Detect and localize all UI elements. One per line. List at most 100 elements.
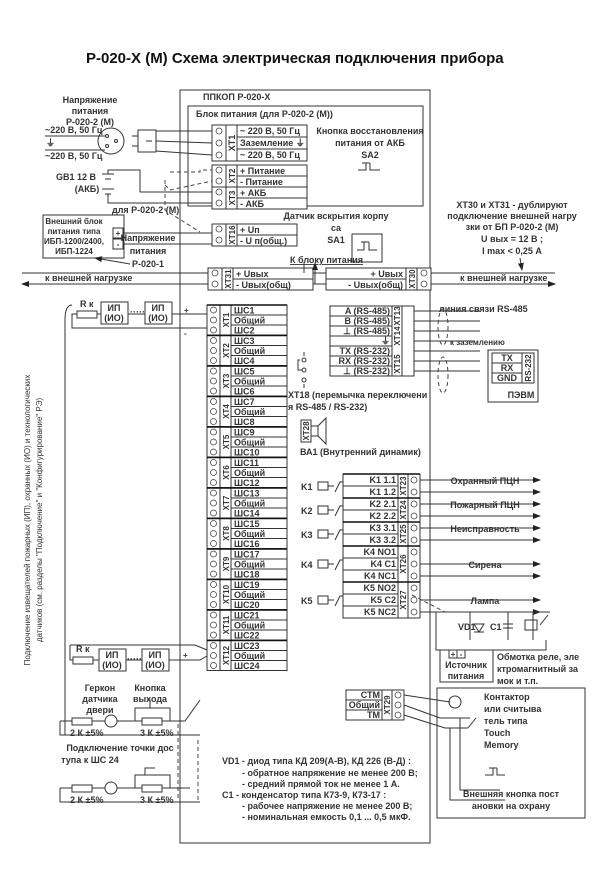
detector-box — [100, 301, 129, 325]
relay-row: K5 NC2 — [364, 607, 396, 617]
xt30-note-5: I max < 0,25 А — [482, 246, 542, 256]
screw-icon[interactable] — [210, 337, 217, 344]
loop-block-label: ХТ7 — [222, 495, 231, 510]
to-power-block-label: К блоку питания — [290, 255, 363, 265]
for-p0202-label: для Р-020-2 (М) — [112, 205, 179, 215]
screw-icon[interactable] — [210, 652, 217, 659]
screw-icon[interactable] — [210, 316, 217, 324]
loop-row-10: ШС7 — [234, 397, 255, 407]
screw-icon[interactable] — [210, 377, 217, 385]
screw-icon[interactable] — [210, 428, 217, 436]
loop-row-2: Общий — [234, 316, 265, 326]
rs-row-6: RX (RS-232) — [338, 356, 390, 366]
xt30-note-2: подключение внешней нагру — [447, 211, 576, 221]
loop-row-16: ШС11 — [234, 458, 259, 468]
ext-psu-2: питания типа — [48, 227, 101, 236]
screw-icon[interactable] — [210, 387, 217, 395]
screw-icon[interactable] — [210, 581, 217, 588]
xt30-note-4: U вых = 12 В ; — [481, 234, 543, 244]
screw-icon[interactable] — [410, 488, 418, 496]
screw-icon[interactable] — [410, 512, 418, 520]
screw-icon[interactable] — [210, 601, 217, 608]
screw-icon[interactable] — [210, 570, 217, 578]
detector-ip: ИП — [152, 303, 165, 313]
screw-icon[interactable] — [210, 530, 217, 537]
screw-icon[interactable] — [410, 536, 418, 544]
source-minus: - — [460, 650, 463, 659]
screw-icon[interactable] — [410, 524, 418, 532]
ext-psu-4: ИБП-1224 — [55, 247, 93, 256]
screw-icon[interactable] — [410, 500, 418, 508]
relay-output-label: Сирена — [469, 560, 503, 570]
screw-icon[interactable] — [210, 642, 217, 649]
screw-icon[interactable] — [410, 572, 418, 580]
screw-icon[interactable] — [410, 596, 418, 604]
screw-icon[interactable] — [210, 550, 217, 558]
screw-icon[interactable] — [210, 499, 217, 507]
note-vd1-2: - средний прямой ток не менее 1 А. — [242, 779, 400, 789]
screw-icon[interactable] — [210, 459, 217, 466]
screw-icon[interactable] — [210, 418, 217, 425]
screw-icon[interactable] — [210, 591, 217, 598]
screw-icon[interactable] — [210, 408, 217, 415]
screw-icon[interactable] — [210, 489, 217, 497]
relay-coil-icon — [317, 559, 329, 569]
supply-label-3: Р-020-2 (М) — [66, 117, 114, 127]
screw-icon[interactable] — [210, 621, 217, 629]
screw-icon[interactable] — [210, 326, 217, 334]
screw-icon[interactable] — [410, 560, 418, 568]
relay-k-label: K2 — [301, 506, 313, 516]
screw-icon[interactable] — [210, 560, 217, 568]
loop-block-label: ХТ2 — [222, 343, 231, 358]
xt3-row-2: - АКБ — [240, 199, 264, 209]
reed-switch-icon — [104, 781, 118, 795]
terminal-xt30: ХТ30 + Uвых - Uвых(общ) — [325, 267, 432, 291]
screw-icon[interactable] — [410, 584, 418, 592]
relay-row: K4 NO1 — [363, 547, 396, 557]
xt18-text-1: ХТ18 (перемычка переключени — [288, 390, 427, 400]
screw-icon[interactable] — [210, 540, 217, 547]
terminal-xt3: ХТ3 + АКБ - АКБ — [211, 186, 308, 210]
resistor-2k-label: 2 К ±5% — [70, 728, 103, 738]
screw-icon[interactable] — [210, 357, 217, 364]
screw-icon[interactable] — [410, 476, 418, 484]
screw-icon[interactable] — [210, 469, 217, 476]
detector-ip: ИП — [108, 303, 121, 313]
screw-icon[interactable] — [210, 631, 217, 639]
reed-switch-icon — [104, 714, 118, 728]
screw-icon[interactable] — [210, 367, 217, 375]
loop-row-17: Общий — [234, 468, 265, 478]
screw-icon[interactable] — [210, 611, 217, 619]
loop-row-36: ШС24 — [234, 661, 260, 671]
capacitor-icon — [503, 623, 513, 629]
resistor-2k-label: 2 К ±5% — [70, 795, 103, 805]
detector-chain-top: R к ИП (ИО) ····· ИП (ИО) + - — [64, 299, 208, 735]
source-label-2: питания — [448, 671, 485, 681]
screw-icon[interactable] — [210, 438, 217, 446]
power-socket-icon — [97, 127, 125, 155]
load-text-1: Обмотка реле, эле — [497, 652, 579, 662]
screw-icon[interactable] — [210, 479, 217, 486]
speaker: ХТ28 ВА1 (Внутренний динамик) — [300, 416, 421, 457]
screw-icon[interactable] — [410, 608, 418, 616]
power-source-box — [439, 649, 494, 683]
screw-icon[interactable] — [210, 347, 217, 354]
loop-row-31: ШС21 — [234, 611, 260, 621]
speaker-icon — [311, 416, 327, 446]
note-vd1-1: - обратное напряжение не менее 200 В; — [242, 768, 418, 778]
screw-icon[interactable] — [210, 662, 217, 669]
xt30-row-2: - Uвых(общ) — [348, 280, 403, 290]
screw-icon[interactable] — [410, 548, 418, 556]
exit-btn-label-2: выхода — [133, 694, 168, 704]
relay-coil-icon — [524, 619, 538, 631]
screw-icon[interactable] — [210, 448, 217, 456]
rs-row-5: TX (RS-232) — [339, 346, 390, 356]
terminal-xt29: ХТ29 СТМ Общий ТМ — [345, 689, 405, 721]
screw-icon[interactable] — [210, 509, 217, 517]
detector-ip: ИП — [106, 650, 119, 660]
screw-icon[interactable] — [210, 398, 217, 405]
screw-icon[interactable] — [210, 306, 217, 314]
screw-icon[interactable] — [210, 520, 217, 527]
